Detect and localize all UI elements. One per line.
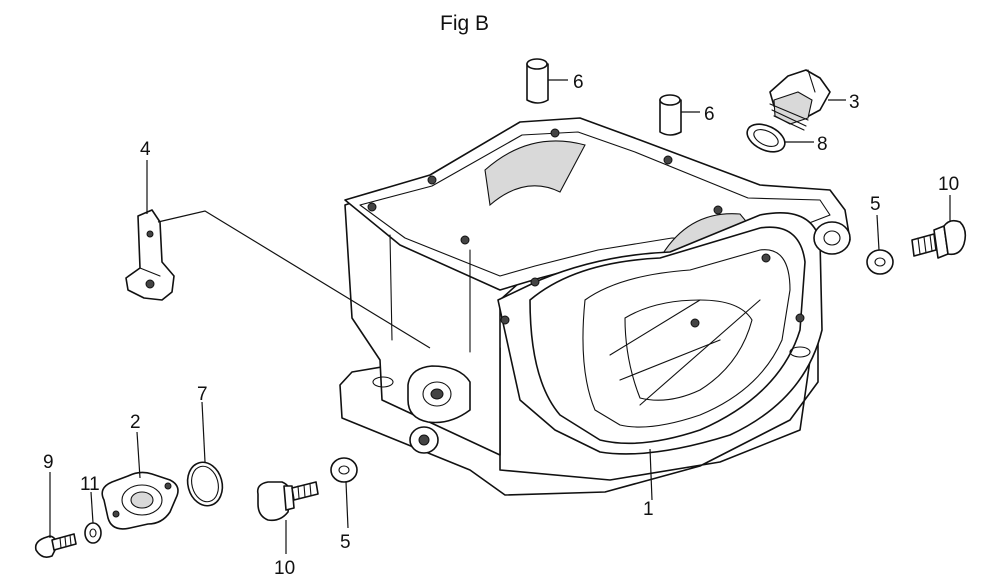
callout-6-left: 6 [573,72,584,93]
bracket-part-4 [125,209,175,301]
flange-bolt-part-10-right [911,219,967,259]
callout-1: 1 [643,499,654,520]
leader-lines [49,79,951,554]
callout-10-lower: 10 [274,558,295,579]
flange-cover-part-2 [101,471,179,530]
callout-5-lower: 5 [340,532,351,553]
crankcase-part-1 [339,117,851,496]
washer-part-5-lower [330,457,358,483]
callout-8: 8 [817,134,828,155]
callout-10-right: 10 [938,174,959,195]
screw-part-9 [34,533,77,558]
sealing-washer-part-8 [746,123,786,153]
dowel-pin-part-6-left [526,58,549,104]
callout-6-right: 6 [704,104,715,125]
filler-plug-part-3 [769,69,831,131]
washer-part-11 [84,522,102,544]
dowel-pin-part-6-right [659,94,682,136]
callout-3: 3 [849,92,860,113]
figure-title: Fig B [440,12,489,35]
callout-9: 9 [43,452,54,473]
callout-5-right: 5 [870,194,881,215]
o-ring-part-7 [186,461,224,507]
flange-bolt-part-10-lower [256,481,319,522]
callout-7: 7 [197,384,208,405]
callout-2: 2 [130,412,141,433]
callout-labels: 6 6 3 8 4 5 10 2 7 9 11 1 5 10 [43,72,959,579]
callout-11: 11 [80,474,100,495]
callout-4: 4 [140,139,151,160]
washer-part-5-right [866,249,894,275]
